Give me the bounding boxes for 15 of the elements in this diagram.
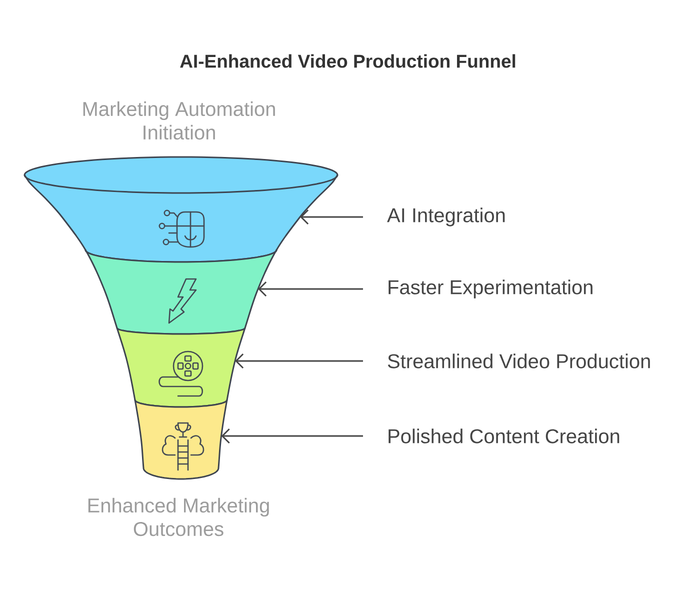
funnel-band xyxy=(134,399,228,480)
funnel-band xyxy=(116,327,246,408)
funnel-label: Marketing Automation Initiation xyxy=(83,101,275,140)
stage-label: Streamlined Video Production xyxy=(388,354,650,368)
arrow xyxy=(221,428,363,444)
arrow xyxy=(300,209,363,225)
stage-label: AI Integration xyxy=(387,208,505,226)
funnel-band xyxy=(24,156,338,263)
arrow xyxy=(235,353,363,369)
arrow xyxy=(258,281,363,297)
stage-label: Polished Content Creation xyxy=(388,428,620,444)
funnel-band xyxy=(84,249,278,335)
stage-label: Faster Experimentation xyxy=(388,280,592,298)
title: AI-Enhanced Video Production Funnel xyxy=(180,54,516,68)
funnel-label: Enhanced Marketing Outcomes xyxy=(88,498,269,536)
